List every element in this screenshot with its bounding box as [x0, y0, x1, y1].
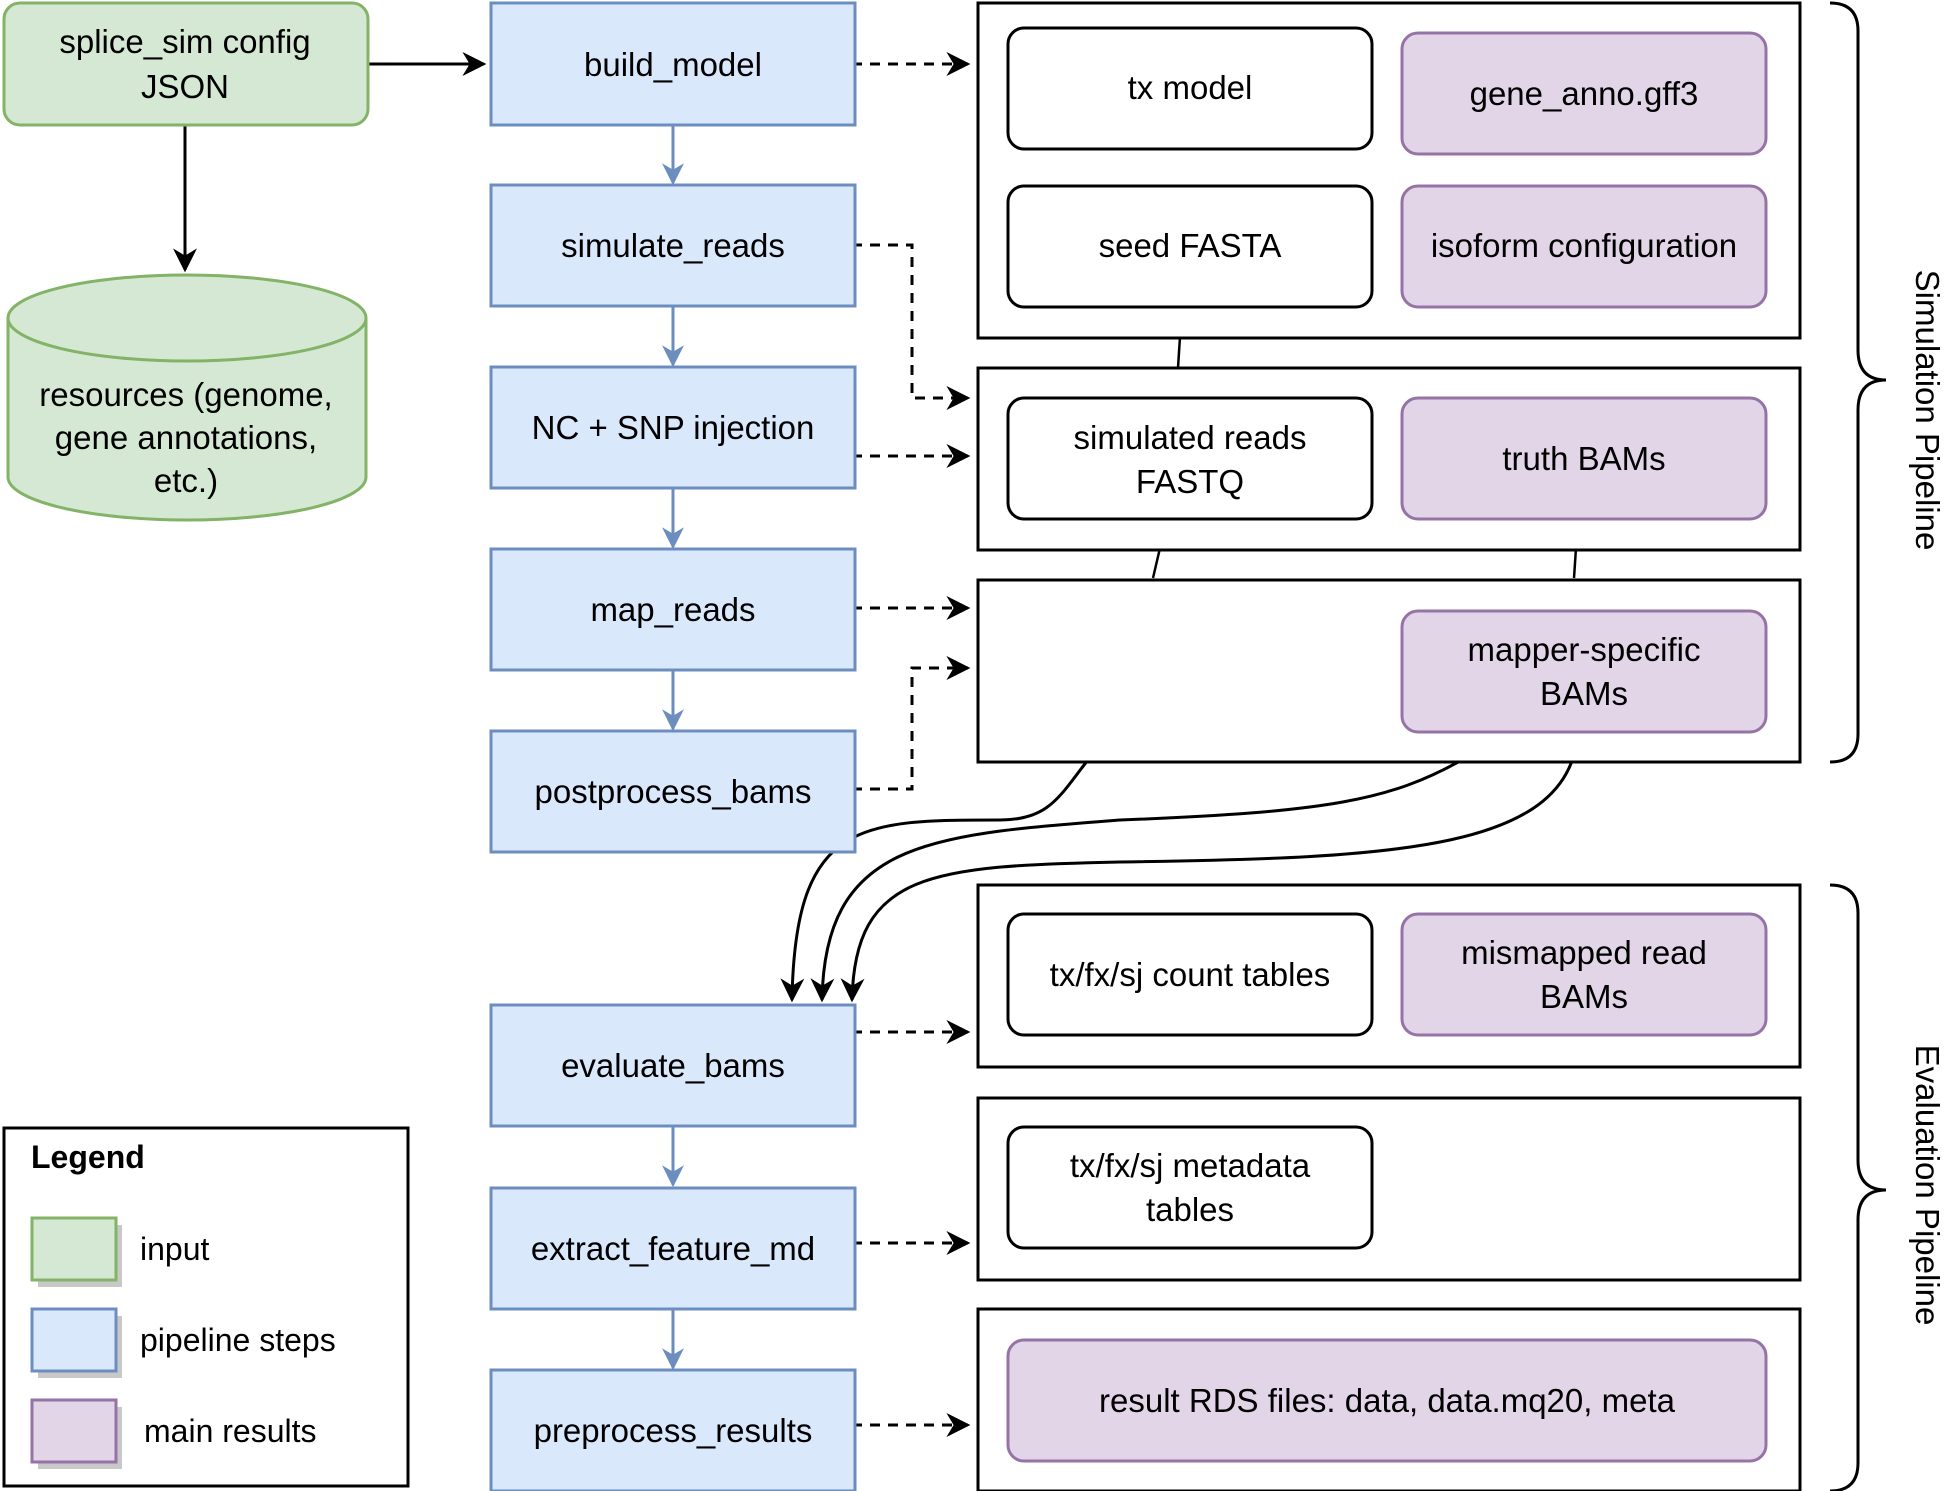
svg-text:preprocess_results: preprocess_results: [534, 1412, 813, 1449]
node-seed-fasta: seed FASTA: [1006, 184, 1374, 309]
svg-text:pipeline steps: pipeline steps: [140, 1322, 336, 1358]
resources-label-line3: etc.): [154, 462, 218, 499]
svg-text:input: input: [140, 1231, 210, 1267]
pipeline-steps: build_model simulate_reads NC + SNP inje…: [489, 1, 857, 1491]
svg-text:evaluate_bams: evaluate_bams: [561, 1047, 785, 1084]
node-tx-model: tx model: [1006, 26, 1374, 151]
svg-text:truth BAMs: truth BAMs: [1502, 440, 1665, 477]
legend-item-input: input: [30, 1216, 210, 1287]
svg-text:build_model: build_model: [584, 46, 762, 83]
svg-text:tables: tables: [1146, 1191, 1234, 1228]
dashed-postprocess-to-group3: [852, 656, 971, 791]
svg-text:map_reads: map_reads: [590, 591, 755, 628]
step-preprocess-results: preprocess_results: [489, 1368, 857, 1491]
legend-item-main-results: main results: [30, 1398, 317, 1469]
step-nc-snp-injection: NC + SNP injection: [489, 365, 857, 490]
config-label-line2: JSON: [141, 68, 229, 105]
node-simulated-reads-fastq: simulated reads FASTQ: [1006, 396, 1374, 521]
svg-text:postprocess_bams: postprocess_bams: [535, 773, 812, 810]
svg-text:extract_feature_md: extract_feature_md: [531, 1230, 815, 1267]
svg-text:result RDS files: data, data.m: result RDS files: data, data.mq20, meta: [1099, 1382, 1676, 1419]
step-simulate-reads: simulate_reads: [489, 183, 857, 308]
node-isoform-configuration: isoform configuration: [1400, 184, 1768, 309]
node-gene-anno-gff3: gene_anno.gff3: [1400, 31, 1768, 156]
legend-title: Legend: [31, 1139, 145, 1175]
svg-text:mapper-specific: mapper-specific: [1468, 631, 1701, 668]
node-truth-bams: truth BAMs: [1400, 396, 1768, 521]
svg-text:NC + SNP injection: NC + SNP injection: [532, 409, 815, 446]
node-mismapped-read-bams: mismapped read BAMs: [1400, 912, 1768, 1037]
resources-label-line2: gene annotations,: [55, 419, 317, 456]
svg-text:BAMs: BAMs: [1540, 978, 1628, 1015]
curve-group3-left-to-evaluate: [780, 759, 1090, 1003]
evaluation-pipeline-label: Evaluation Pipeline: [1909, 1045, 1946, 1326]
node-count-tables: tx/fx/sj count tables: [1006, 912, 1374, 1037]
config-label-line1: splice_sim config: [59, 23, 310, 60]
svg-text:gene_anno.gff3: gene_anno.gff3: [1470, 75, 1699, 112]
step-postprocess-bams: postprocess_bams: [489, 729, 857, 854]
curve-mapperbams-mid-to-evaluate: [810, 758, 1463, 1003]
node-mapper-specific-bams: mapper-specific BAMs: [1400, 609, 1768, 734]
config-json-node: splice_sim config JSON: [2, 1, 370, 127]
svg-text:BAMs: BAMs: [1540, 675, 1628, 712]
legend-item-pipeline-steps: pipeline steps: [30, 1307, 336, 1378]
svg-text:tx/fx/sj metadata: tx/fx/sj metadata: [1070, 1147, 1311, 1184]
svg-text:FASTQ: FASTQ: [1136, 463, 1244, 500]
svg-text:mismapped read: mismapped read: [1461, 934, 1707, 971]
node-metadata-tables: tx/fx/sj metadata tables: [1006, 1125, 1374, 1250]
evaluation-bracket: [1829, 883, 1887, 1491]
step-map-reads: map_reads: [489, 547, 857, 672]
resources-database-node: resources (genome, gene annotations, etc…: [6, 273, 368, 522]
svg-text:main results: main results: [144, 1413, 317, 1449]
line-group2-to-group3-left: [1151, 547, 1162, 579]
step-build-model: build_model: [489, 1, 857, 127]
step-extract-feature-md: extract_feature_md: [489, 1186, 857, 1311]
svg-text:simulated reads: simulated reads: [1074, 419, 1307, 456]
svg-text:simulate_reads: simulate_reads: [561, 227, 785, 264]
svg-text:tx/fx/sj count tables: tx/fx/sj count tables: [1050, 956, 1331, 993]
simulation-pipeline-label: Simulation Pipeline: [1909, 270, 1946, 551]
legend: Legend input pipeline steps main results: [2, 1126, 410, 1488]
svg-text:tx model: tx model: [1128, 69, 1253, 106]
simulation-bracket: [1829, 1, 1887, 764]
curve-mapperbams-to-evaluate: [840, 731, 1580, 1003]
connectors: [173, 52, 1580, 1437]
dashed-simulate-to-group2: [852, 243, 971, 410]
resources-label-line1: resources (genome,: [39, 376, 332, 413]
step-evaluate-bams: evaluate_bams: [489, 1003, 857, 1128]
svg-text:isoform configuration: isoform configuration: [1431, 227, 1737, 264]
svg-text:seed FASTA: seed FASTA: [1099, 227, 1282, 264]
node-result-rds-files: result RDS files: data, data.mq20, meta: [1006, 1338, 1768, 1463]
